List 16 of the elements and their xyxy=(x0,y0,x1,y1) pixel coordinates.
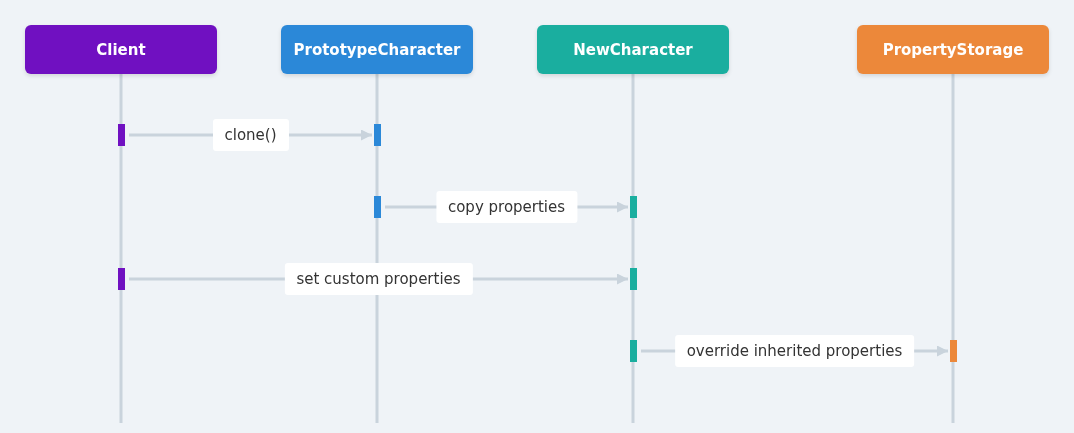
activation-bar xyxy=(630,196,637,218)
participant-box: PrototypeCharacter xyxy=(281,25,473,74)
activation-bar xyxy=(374,124,381,146)
activation-bar xyxy=(118,268,125,290)
participant-box: NewCharacter xyxy=(537,25,729,74)
edge-label: set custom properties xyxy=(284,263,473,295)
edge-label: clone() xyxy=(212,119,289,151)
edge-label: copy properties xyxy=(435,191,578,223)
edge-label: override inherited properties xyxy=(674,335,915,367)
activation-bar xyxy=(118,124,125,146)
activation-bar xyxy=(950,340,957,362)
activation-bar xyxy=(374,196,381,218)
activation-bar xyxy=(630,268,637,290)
participant-box: PropertyStorage xyxy=(857,25,1049,74)
activation-bar xyxy=(630,340,637,362)
participant-box: Client xyxy=(25,25,217,74)
